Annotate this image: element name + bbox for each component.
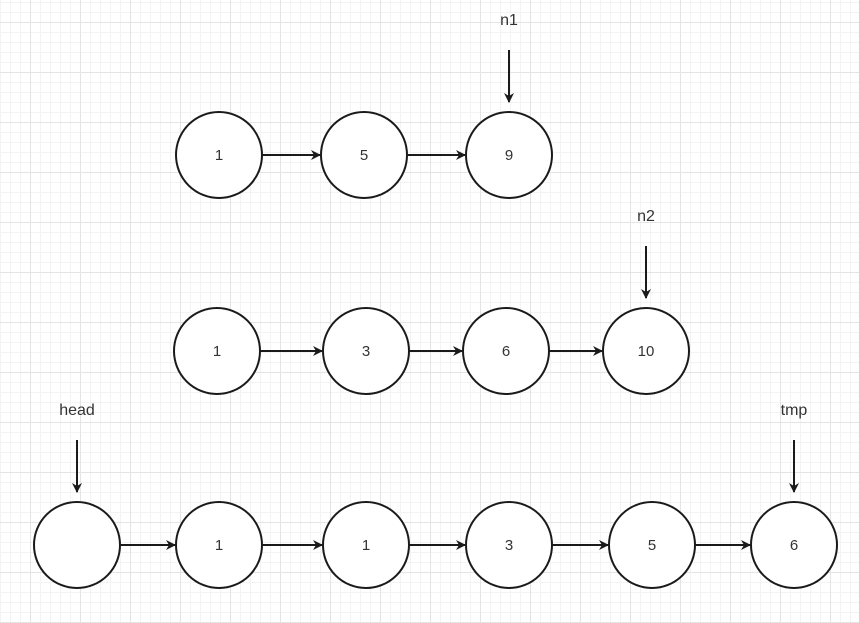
- node-circle: [462, 307, 550, 395]
- node-value: 1: [215, 537, 223, 554]
- node-value: 9: [505, 147, 513, 164]
- list-node: 1: [322, 501, 410, 589]
- list-node: 5: [608, 501, 696, 589]
- list-node: 9: [465, 111, 553, 199]
- node-value: 1: [213, 343, 221, 360]
- pointer-label: tmp: [781, 402, 808, 419]
- list-node: 6: [462, 307, 550, 395]
- node-circle: [175, 111, 263, 199]
- list-merged: 1 1 3 5 6 head tmp: [33, 402, 838, 589]
- node-circle: [465, 501, 553, 589]
- node-value: 3: [362, 343, 370, 360]
- node-value: 5: [648, 537, 656, 554]
- node-value: 6: [502, 343, 510, 360]
- list-node: 3: [465, 501, 553, 589]
- list-node: 3: [322, 307, 410, 395]
- pointer-head: head: [59, 402, 95, 493]
- list-node: 5: [320, 111, 408, 199]
- node-circle: [750, 501, 838, 589]
- pointer-label: head: [59, 402, 95, 419]
- pointer-label: n1: [500, 12, 518, 29]
- list-node: 6: [750, 501, 838, 589]
- node-value: 1: [215, 147, 223, 164]
- list-node: 1: [173, 307, 261, 395]
- node-circle: [322, 501, 410, 589]
- list-node: 1: [175, 111, 263, 199]
- list-n1: 1 5 9 n1: [175, 12, 553, 199]
- node-circle: [175, 501, 263, 589]
- pointer-tmp: tmp: [781, 402, 808, 493]
- list-n2: 1 3 6 10 n2: [173, 208, 690, 395]
- node-circle: [465, 111, 553, 199]
- list-node: 1: [175, 501, 263, 589]
- list-node: [33, 501, 121, 589]
- node-circle: [602, 307, 690, 395]
- pointer-n1: n1: [500, 12, 518, 103]
- node-circle: [608, 501, 696, 589]
- pointer-n2: n2: [637, 208, 655, 299]
- node-value: 1: [362, 537, 370, 554]
- node-value: 5: [360, 147, 368, 164]
- node-value: 6: [790, 537, 798, 554]
- node-circle: [173, 307, 261, 395]
- node-circle: [320, 111, 408, 199]
- node-value: 10: [638, 343, 655, 360]
- node-value: 3: [505, 537, 513, 554]
- pointer-label: n2: [637, 208, 655, 225]
- node-circle: [33, 501, 121, 589]
- list-node: 10: [602, 307, 690, 395]
- node-circle: [322, 307, 410, 395]
